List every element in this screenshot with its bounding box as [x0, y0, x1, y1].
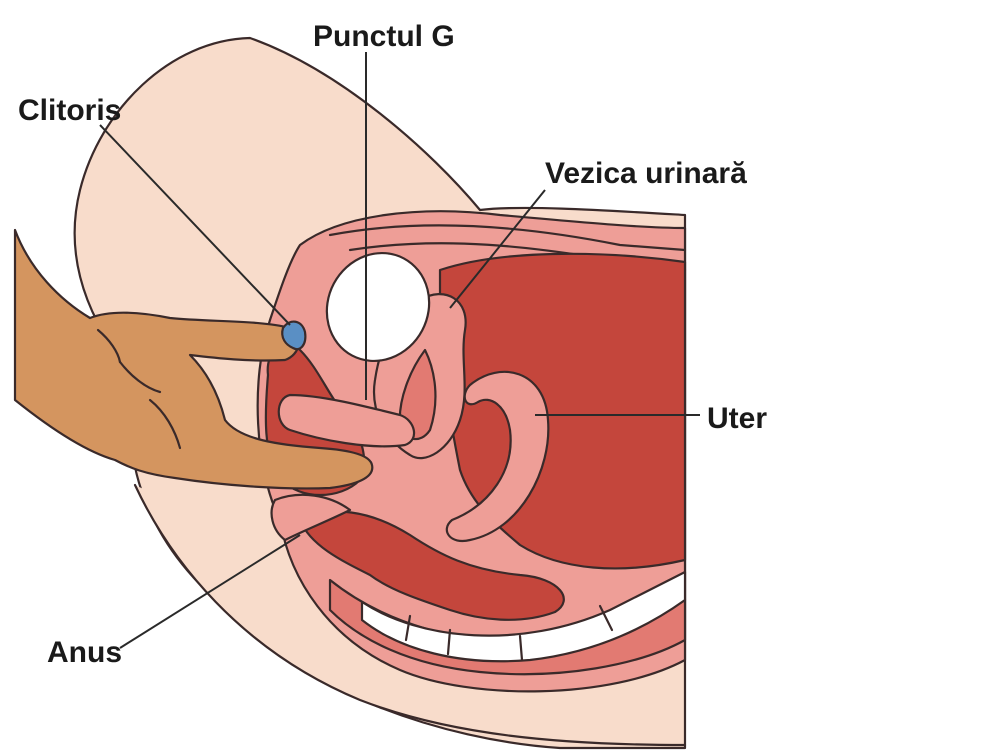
hand-crease-1 — [118, 360, 162, 394]
hand-crease-3 — [96, 328, 122, 364]
label-bladder: Vezica urinară — [545, 157, 747, 190]
vertebra-lines — [404, 604, 614, 662]
leader-clitoris — [99, 124, 291, 326]
label-gspot: Punctul G — [313, 20, 455, 53]
pubic-bone — [325, 251, 431, 363]
uterus-fold — [445, 370, 550, 543]
vertebra-line-3 — [518, 634, 524, 662]
vertebra-line-1 — [404, 614, 412, 642]
hand — [13, 228, 374, 490]
vaginal-canal — [277, 393, 416, 448]
clitoris-mark — [281, 320, 307, 351]
vertebra-line-2 — [446, 628, 452, 656]
label-uterus: Uter — [707, 402, 767, 435]
rectum — [298, 510, 565, 621]
label-anus: Anus — [47, 636, 122, 669]
spine — [360, 570, 687, 663]
perineum — [270, 493, 352, 542]
label-clitoris: Clitoris — [18, 94, 121, 127]
hand-crease-2 — [148, 398, 182, 450]
vertebra-line-4 — [598, 604, 614, 632]
leader-anus — [119, 534, 301, 649]
upper-layer-line-1 — [328, 224, 687, 252]
leader-bladder — [449, 189, 546, 309]
hand-palm — [13, 228, 374, 490]
